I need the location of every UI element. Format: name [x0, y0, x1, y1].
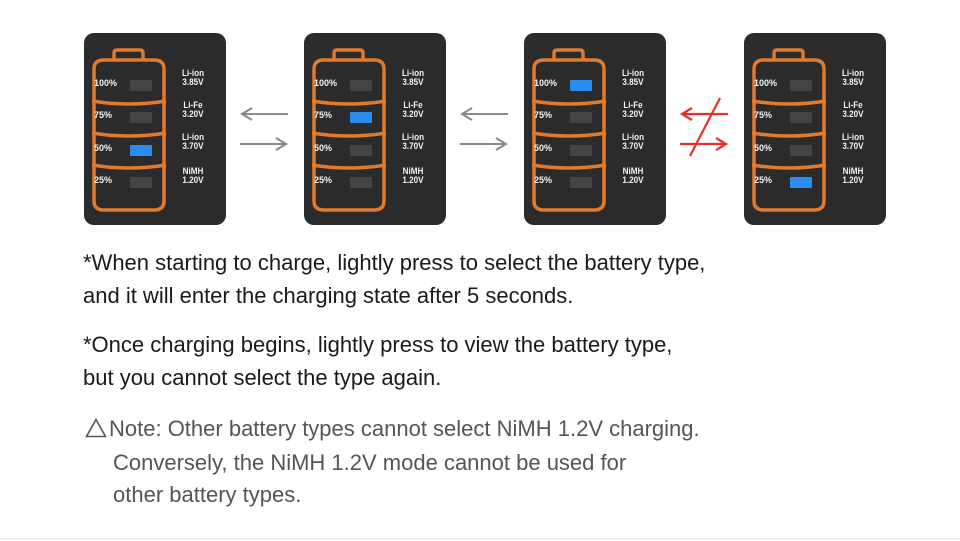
- instruction-paragraph-1: *When starting to charge, lightly press …: [83, 246, 705, 312]
- battery-outline-icon: [751, 48, 827, 212]
- level-indicator: [130, 177, 152, 188]
- instruction-line: *When starting to charge, lightly press …: [83, 250, 706, 275]
- note-line: other battery types.: [113, 482, 302, 507]
- battery-level-label: 75%: [314, 110, 333, 120]
- battery-level-label: 75%: [534, 110, 553, 120]
- instruction-paragraph-2: *Once charging begins, lightly press to …: [83, 328, 672, 394]
- level-indicator: [790, 80, 812, 91]
- battery-level-label: 100%: [314, 78, 338, 88]
- battery-level-label: 25%: [314, 175, 333, 185]
- battery-level-label: 25%: [94, 175, 113, 185]
- active-level-indicator: [130, 145, 152, 156]
- battery-level-label: 25%: [754, 175, 773, 185]
- level-indicator: [130, 80, 152, 91]
- note-block: Note: Other battery types cannot select …: [85, 413, 700, 511]
- battery-level-label: 25%: [534, 175, 553, 185]
- instruction-line: and it will enter the charging state aft…: [83, 283, 574, 308]
- divider: [0, 538, 960, 539]
- battery-level-label: 100%: [754, 78, 778, 88]
- active-level-indicator: [790, 177, 812, 188]
- active-level-indicator: [570, 80, 592, 91]
- level-indicator: [790, 112, 812, 123]
- level-indicator: [130, 112, 152, 123]
- battery-level-label: 50%: [94, 143, 113, 153]
- blocked-bidirectional-arrows-icon: [676, 96, 732, 158]
- battery-outline-icon: [531, 48, 607, 212]
- bidirectional-arrows-icon: [236, 100, 292, 154]
- bidirectional-arrows-icon: [456, 100, 512, 154]
- battery-outline-icon: [311, 48, 387, 212]
- level-indicator: [790, 145, 812, 156]
- battery-level-label: 50%: [534, 143, 553, 153]
- battery-level-label: 100%: [534, 78, 558, 88]
- active-level-indicator: [350, 112, 372, 123]
- battery-level-label: 75%: [94, 110, 113, 120]
- battery-outline-icon: [91, 48, 167, 212]
- battery-level-label: 75%: [754, 110, 773, 120]
- note-line: Note: Other battery types cannot select …: [109, 416, 700, 441]
- level-indicator: [570, 112, 592, 123]
- level-indicator: [350, 80, 372, 91]
- instruction-line: *Once charging begins, lightly press to …: [83, 332, 673, 357]
- level-indicator: [350, 145, 372, 156]
- level-indicator: [570, 145, 592, 156]
- level-indicator: [570, 177, 592, 188]
- warning-triangle-icon: [85, 415, 109, 447]
- battery-level-label: 50%: [314, 143, 333, 153]
- instruction-line: but you cannot select the type again.: [83, 365, 442, 390]
- level-indicator: [350, 177, 372, 188]
- battery-level-label: 50%: [754, 143, 773, 153]
- battery-level-label: 100%: [94, 78, 118, 88]
- note-line: Conversely, the NiMH 1.2V mode cannot be…: [113, 450, 627, 475]
